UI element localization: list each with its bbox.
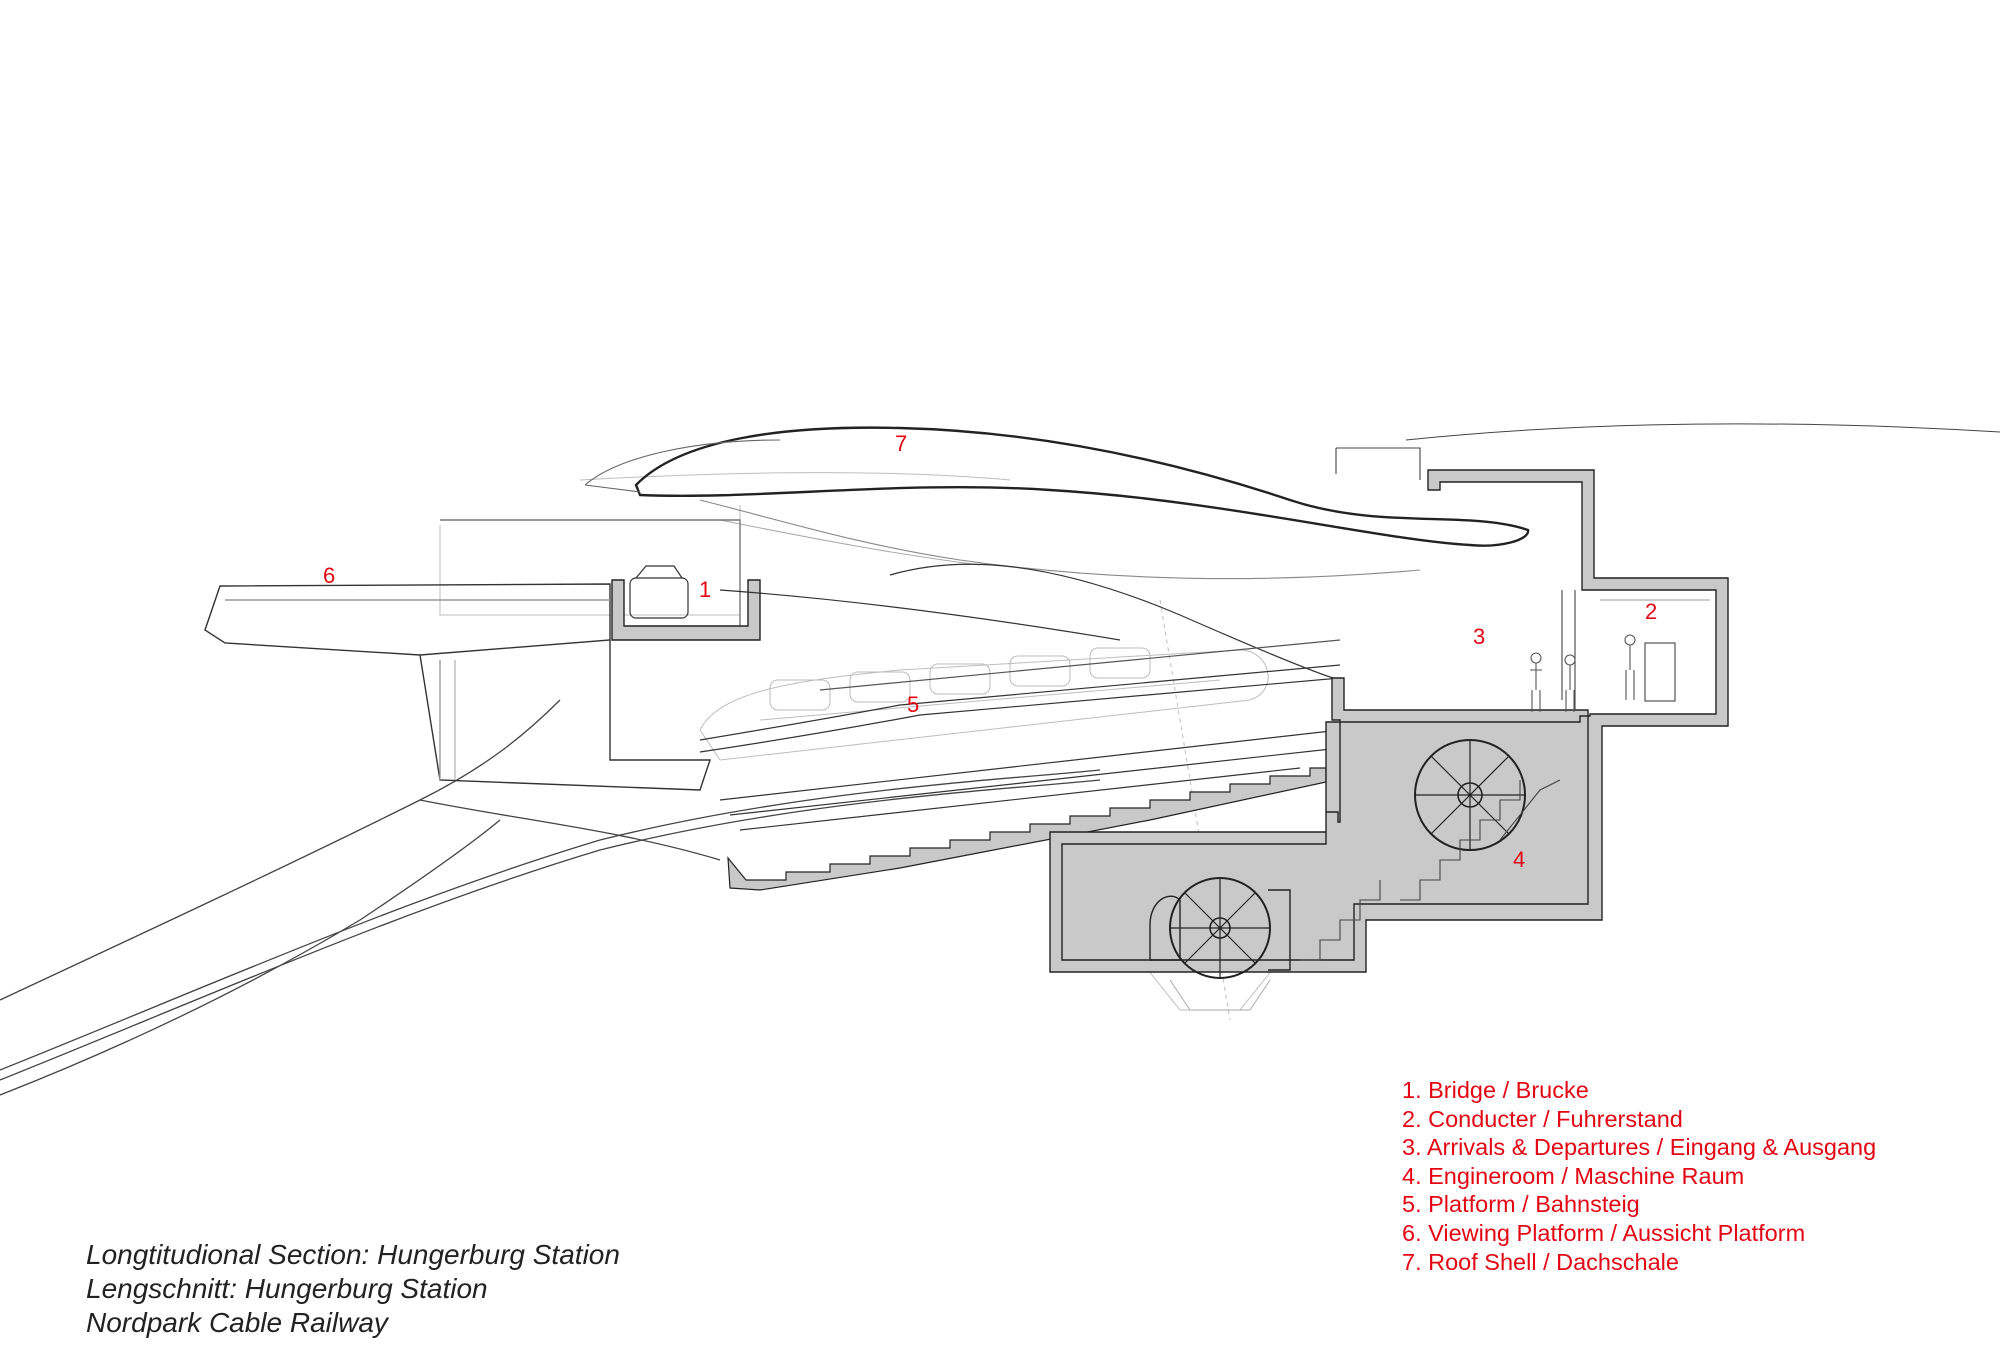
caption-line-project: Nordpark Cable Railway: [86, 1307, 388, 1338]
platform-lines: [699, 563, 1341, 831]
legend-item-conductor: 2. Conducter / Fuhrerstand: [1402, 1105, 1683, 1132]
engine-room-walls: [1049, 469, 1729, 973]
legend-item-engine-room: 4. Engineroom / Maschine Raum: [1402, 1162, 1745, 1189]
callout-conductor: 2: [1645, 599, 1658, 624]
legend-item-viewing-platform: 6. Viewing Platform / Aussicht Platform: [1402, 1219, 1806, 1246]
background-geometry: [439, 472, 1281, 1021]
callout-bridge: 1: [699, 577, 712, 602]
caption-line-title: Longtitudional Section: Hungerburg Stati…: [86, 1239, 620, 1270]
pit-outline: [1169, 979, 1271, 1011]
legend-item-roof-shell: 7. Roof Shell / Dachschale: [1402, 1248, 1679, 1275]
legend-item-arrivals-departures: 3. Arrivals & Departures / Eingang & Aus…: [1402, 1134, 1877, 1161]
legend-item-bridge: 1. Bridge / Brucke: [1402, 1077, 1589, 1103]
bridge-section: [611, 565, 761, 641]
drawing-caption: Longtitudional Section: Hungerburg Stati…: [86, 1238, 620, 1340]
roof-shell: [584, 426, 1530, 580]
legend-item-platform: 5. Platform / Bahnsteig: [1402, 1191, 1640, 1218]
viewing-platform: [204, 519, 741, 791]
engine-room-stairs: [1300, 779, 1561, 961]
caption-line-german: Lengschnitt: Hungerburg Station: [86, 1273, 488, 1304]
callout-platform: 5: [907, 692, 920, 717]
callout-arrivals-departures: 3: [1473, 624, 1486, 649]
flywheels: [1149, 739, 1526, 979]
callout-roof-shell: 7: [895, 431, 908, 456]
callout-engine-room: 4: [1513, 847, 1526, 872]
human-silhouettes: [1530, 634, 1636, 712]
callout-viewing-platform: 6: [323, 563, 336, 588]
conductor-room: [1335, 447, 1710, 710]
terrain-lines: [0, 423, 2000, 1096]
legend: 1. Bridge / Brucke 2. Conducter / Fuhrer…: [1402, 1076, 1876, 1276]
